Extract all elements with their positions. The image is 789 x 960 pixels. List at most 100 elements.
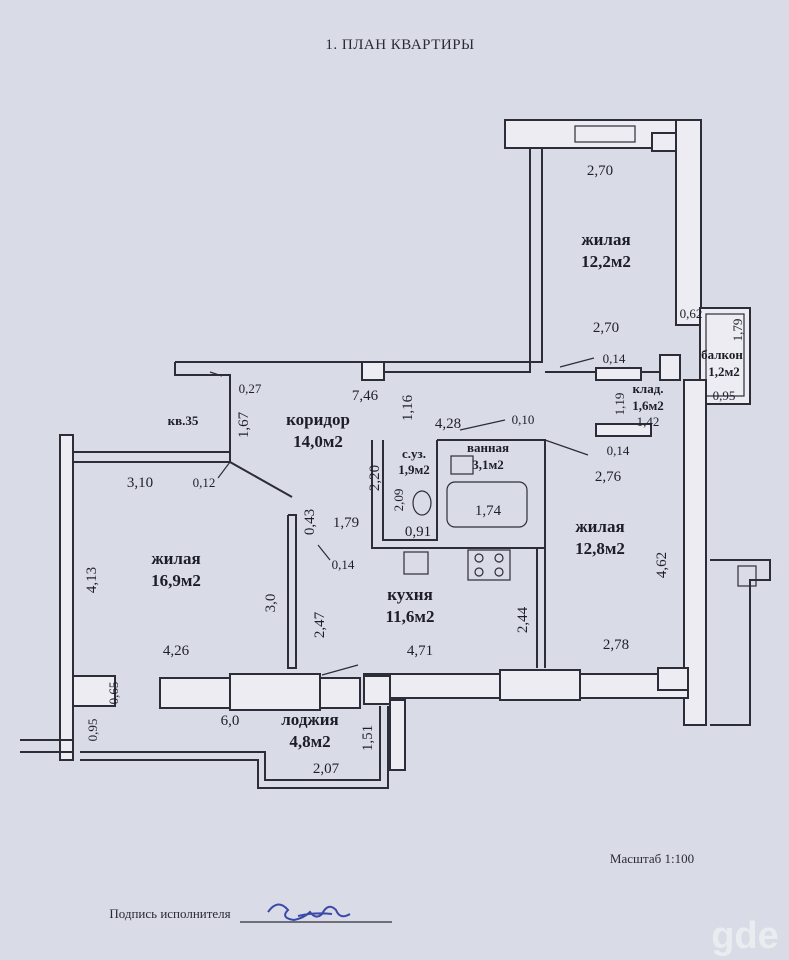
loggia-rail (80, 706, 389, 789)
dimension-label: 1,51 (360, 725, 376, 751)
left-entry-stub (20, 739, 74, 753)
dimension-label: 4,28 (435, 416, 461, 432)
leader-line (209, 371, 223, 377)
kitchen-window (499, 669, 581, 701)
dimension-label: 0,10 (512, 412, 535, 427)
dimension-label: 4,26 (163, 643, 190, 659)
dimension-label: 0,12 (193, 475, 216, 490)
signature-mark (267, 903, 351, 922)
dimension-label: 3,10 (127, 475, 153, 491)
room-living-right-name: жилая (575, 517, 624, 536)
floor-plan-walls (20, 119, 771, 789)
room-bath-name: ванная (467, 440, 509, 455)
dimension-label: 1,74 (475, 503, 502, 519)
dimension-label: 0,14 (332, 557, 355, 572)
kitchen-pier (363, 675, 391, 705)
dimension-label: 2,44 (515, 606, 531, 633)
dimension-label: 0,95 (85, 719, 100, 742)
top-left-wall (529, 148, 543, 363)
dimension-label: 3,0 (263, 594, 279, 613)
dimension-label: 0,62 (680, 306, 703, 321)
scale-label: Масштаб 1:100 (610, 851, 694, 866)
stove-burner-icon (474, 567, 484, 577)
corridor-pier (361, 361, 385, 381)
dimension-label: 2,47 (312, 611, 328, 638)
dimension-label: 6,0 (221, 713, 240, 729)
stove-burner-icon (494, 553, 504, 563)
dimension-label: 1,79 (730, 319, 745, 342)
dimension-label: 0,14 (603, 351, 626, 366)
dimension-label: 0,91 (405, 524, 431, 540)
leader-line (321, 664, 359, 676)
leader-line (217, 461, 231, 479)
plan-title: 1. ПЛАН КВАРТИРЫ (325, 37, 474, 53)
dimension-label: 1,79 (333, 515, 359, 531)
room-wc-area: 1,9м2 (398, 462, 430, 477)
dimension-label: 2,70 (593, 320, 619, 336)
dimension-label: 1,16 (400, 394, 416, 421)
right-room-pier (657, 667, 689, 691)
neighbor-wall (710, 559, 771, 726)
room-kitchen-name: кухня (387, 585, 433, 604)
room-living-left-area: 16,9м2 (151, 571, 201, 590)
room-living-left-name: жилая (151, 549, 200, 568)
dimension-label: 1,67 (236, 411, 252, 438)
kitchen-sink-icon (403, 551, 429, 575)
top-right-pier (651, 132, 677, 152)
balcony-inner (705, 313, 745, 397)
stove-burner-icon (494, 567, 504, 577)
signature-label: Подпись исполнителя (109, 906, 230, 921)
balcony-outline (699, 307, 751, 405)
dimension-label: 0,27 (239, 381, 262, 396)
gde-logo: gde (711, 915, 779, 957)
neighbor-pier (737, 565, 757, 587)
dimension-label: 2,20 (367, 465, 383, 491)
room-living-top-name: жилая (581, 230, 630, 249)
dimension-label: 2,09 (391, 489, 406, 512)
dimension-label: 7,46 (352, 388, 379, 404)
room-storage-area: 1,6м2 (632, 398, 664, 413)
entrance-wall (174, 362, 231, 440)
storage-bottom-wall (595, 423, 652, 437)
dimension-label: 2,07 (313, 761, 340, 777)
toilet-icon (412, 490, 432, 516)
dimension-label: 1,19 (612, 393, 627, 416)
bathtub-icon (446, 481, 528, 528)
stove-icon (467, 549, 511, 581)
dimension-label: 4,62 (654, 552, 670, 578)
dimension-label: 1,42 (637, 414, 660, 429)
left-outer-wall (59, 434, 74, 761)
room-loggia-area: 4,8м2 (289, 732, 330, 751)
room-balcony-name: балкон (701, 347, 743, 362)
room-living-right-area: 12,8м2 (575, 539, 625, 558)
loggia-outer-wall (80, 706, 381, 781)
right-outer-wall (683, 379, 707, 726)
top-right-wall (675, 119, 702, 326)
room-kitchen-area: 11,6м2 (386, 607, 435, 626)
leader-line (559, 357, 595, 368)
dimension-label: 2,70 (587, 163, 613, 179)
left-room-right-wall (287, 514, 297, 669)
leader-line (317, 544, 331, 561)
dimension-label: 0,65 (106, 682, 121, 705)
sanitary-outer-wall (371, 440, 545, 549)
dimension-label: 2,76 (595, 469, 622, 485)
room-storage-name: клад. (632, 381, 663, 396)
dimension-label: 0,14 (607, 443, 630, 458)
room-wc-name: с.уз. (402, 446, 426, 461)
stove-burner-icon (474, 553, 484, 563)
room-bath-area: 3,1м2 (472, 457, 504, 472)
leader-line (459, 419, 506, 431)
loggia-right-wall (389, 699, 406, 771)
dimension-labels: 2,70 0,62 1,79 2,70 0,14 7,46 0,27 1,67 … (84, 163, 745, 777)
left-room-pier (72, 675, 116, 707)
apartment-number: кв.35 (168, 413, 199, 428)
dimension-label: 4,71 (407, 643, 433, 659)
storage-pier (659, 354, 681, 381)
sink-icon (450, 455, 474, 475)
room-balcony-area: 1,2м2 (708, 364, 740, 379)
room-corridor-area: 14,0м2 (293, 432, 343, 451)
top-window (574, 125, 636, 143)
storage-top-wall (595, 367, 642, 381)
room-corridor-name: коридор (286, 410, 350, 429)
